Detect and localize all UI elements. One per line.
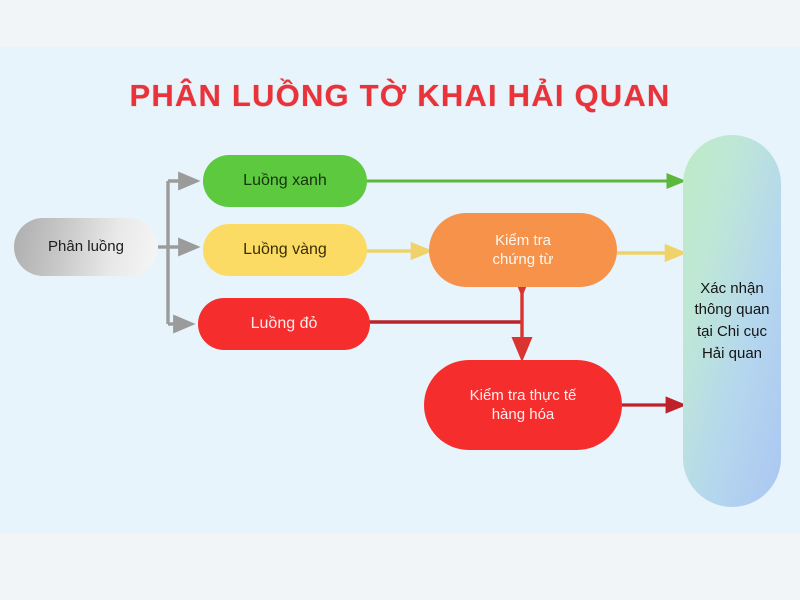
node-luong-xanh-label: Luồng xanh xyxy=(243,171,327,189)
node-xac-nhan-thong-quan-label: Xác nhận thông quan tại Chi cục Hải quan xyxy=(694,279,770,362)
node-xac-nhan-thong-quan[interactable]: Xác nhận thông quan tại Chi cục Hải quan xyxy=(683,135,781,507)
top-frame-band xyxy=(0,0,800,47)
node-luong-do[interactable]: Luồng đỏ xyxy=(198,298,370,350)
node-luong-vang-label: Luồng vàng xyxy=(243,240,327,258)
node-kiem-tra-chung-tu-label: Kiểm tra chứng từ xyxy=(492,231,554,269)
node-kiem-tra-thuc-te-hang-hoa[interactable]: Kiểm tra thực tế hàng hóa xyxy=(424,360,622,450)
node-luong-vang[interactable]: Luồng vàng xyxy=(203,224,367,276)
node-kiem-tra-chung-tu[interactable]: Kiểm tra chứng từ xyxy=(429,213,617,287)
bottom-frame-band xyxy=(0,533,800,600)
node-phan-luong-label: Phân luồng xyxy=(48,238,124,256)
node-luong-do-label: Luồng đỏ xyxy=(250,314,318,332)
node-kiem-tra-thuc-te-hang-hoa-label: Kiểm tra thực tế hàng hóa xyxy=(469,386,577,424)
diagram-title: PHÂN LUỒNG TỜ KHAI HẢI QUAN xyxy=(129,78,671,113)
node-luong-xanh[interactable]: Luồng xanh xyxy=(203,155,367,207)
diagram-background xyxy=(0,47,800,533)
node-phan-luong[interactable]: Phân luồng xyxy=(14,218,158,276)
